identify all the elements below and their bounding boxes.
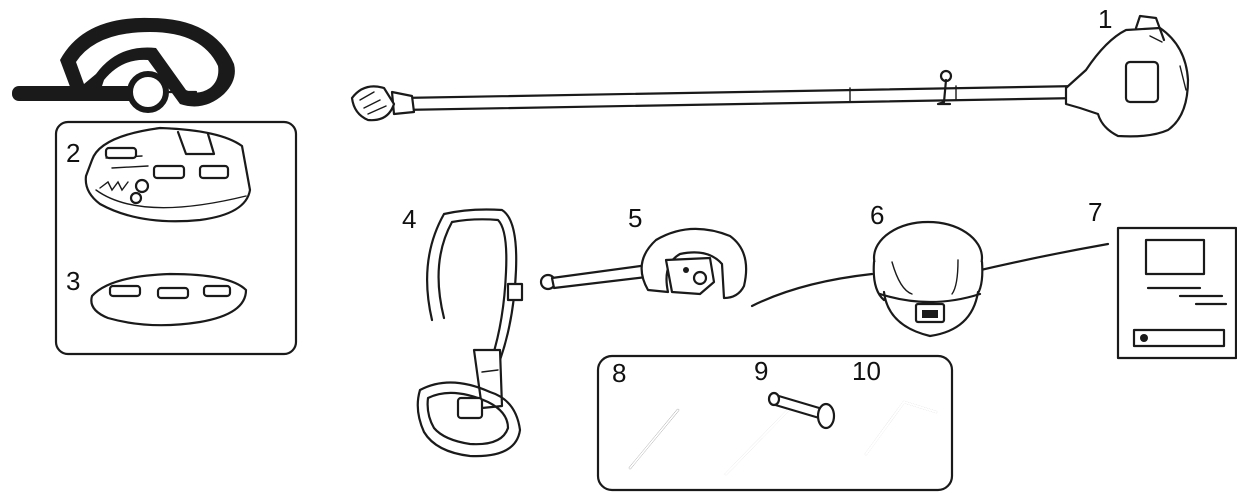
engine-shaft-illustration [350,14,1190,138]
part-number-10: 10 [852,356,881,386]
part-number-6: 6 [870,200,885,230]
manual-illustration [1116,226,1237,360]
part-number-9: 9 [754,356,769,386]
hex-key-illustration [864,400,938,456]
guard-extension-illustration [90,272,248,327]
shoulder-harness-illustration [416,208,524,458]
part-number-7: 7 [1088,197,1103,227]
part-number-5: 5 [628,203,643,233]
loop-handle-illustration [539,227,748,300]
handle-on-shaft-illustration [12,17,235,113]
part-number-4: 4 [402,204,417,234]
guard-box-frame [54,120,298,356]
part-number-3: 3 [66,266,81,296]
tools-box-frame [596,354,954,492]
part-number-1: 1 [1098,4,1113,34]
part-number-8: 8 [612,358,627,388]
guard-illustration [84,126,252,223]
trimmer-head-illustration [750,220,1110,338]
part-number-2: 2 [66,138,81,168]
spark-plug-wrench-illustration [724,391,836,476]
